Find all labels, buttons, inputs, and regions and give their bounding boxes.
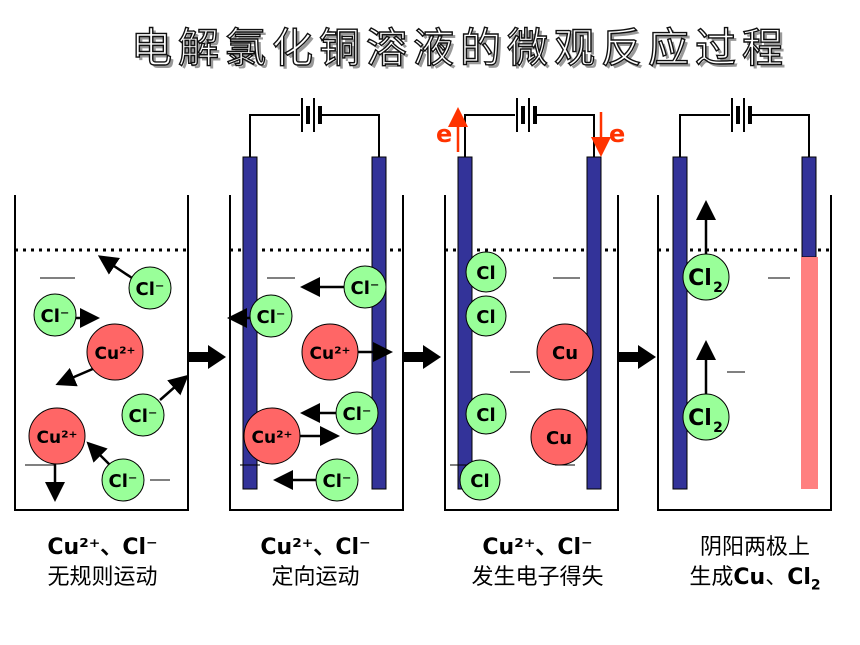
svg-text:Cu²⁺: Cu²⁺ (310, 344, 351, 364)
beaker-2-motion-arrows (227, 277, 393, 490)
svg-text:Cl: Cl (476, 405, 495, 426)
caption-cu: Cu (733, 565, 766, 590)
svg-text:Cu²⁺: Cu²⁺ (95, 344, 136, 364)
svg-text:Cu²⁺: Cu²⁺ (37, 428, 78, 448)
svg-text:Cu: Cu (552, 343, 578, 364)
caption-sub: 2 (810, 577, 821, 594)
chloride-ion: Cl⁻ (315, 458, 359, 502)
chlorine-atom: Cl (465, 251, 507, 293)
caption-line2: 发生电子得失 (471, 565, 604, 590)
electron-flow-arrows (448, 107, 611, 157)
svg-text:2: 2 (713, 280, 723, 296)
caption-stage-1: Cu²⁺、Cl⁻ 无规则运动 (5, 533, 200, 593)
svg-text:Cl⁻: Cl⁻ (257, 307, 286, 328)
svg-text:Cl⁻: Cl⁻ (343, 404, 372, 425)
caption-stage-3: Cu²⁺、Cl⁻ 发生电子得失 (440, 533, 635, 593)
copper-atom: Cu (530, 408, 588, 466)
svg-text:Cl: Cl (688, 266, 712, 291)
caption-prefix: 生成 (689, 565, 734, 590)
caption-line1: Cu²⁺、Cl⁻ (260, 535, 371, 560)
chloride-ion: Cl⁻ (128, 266, 172, 310)
svg-text:Cl⁻: Cl⁻ (41, 306, 70, 327)
chloride-ion: Cl⁻ (343, 265, 387, 309)
caption-line2: 定向运动 (271, 565, 360, 590)
process-arrow-1 (188, 345, 226, 369)
process-arrows (188, 345, 656, 369)
caption-cl: Cl (787, 565, 811, 590)
svg-text:2: 2 (713, 420, 723, 436)
copper-atom: Cu (536, 323, 594, 381)
copper-ion: Cu²⁺ (28, 407, 86, 465)
electron-label-left: e (436, 120, 452, 148)
chloride-ion: Cl⁻ (249, 294, 293, 338)
chloride-ion: Cl⁻ (101, 458, 145, 502)
chlorine-molecule: Cl 2 (682, 393, 730, 441)
svg-text:Cl⁻: Cl⁻ (129, 406, 158, 427)
caption-line1: Cu²⁺、Cl⁻ (47, 535, 158, 560)
chlorine-molecule: Cl 2 (682, 253, 730, 301)
svg-text:Cl: Cl (688, 406, 712, 431)
copper-ion: Cu²⁺ (243, 407, 301, 465)
svg-text:Cl: Cl (476, 307, 495, 328)
svg-text:Cl: Cl (476, 263, 495, 284)
chlorine-atom: Cl (465, 295, 507, 337)
svg-text:Cl⁻: Cl⁻ (323, 471, 352, 492)
caption-line1: Cu²⁺、Cl⁻ (482, 535, 593, 560)
svg-text:Cl: Cl (470, 471, 489, 492)
chloride-ion: Cl⁻ (121, 393, 165, 437)
copper-ion: Cu²⁺ (86, 323, 144, 381)
caption-stage-2: Cu²⁺、Cl⁻ 定向运动 (218, 533, 413, 593)
process-arrow-3 (618, 345, 656, 369)
svg-text:Cl⁻: Cl⁻ (109, 471, 138, 492)
page-title: 电解氯化铜溶液的微观反应过程 (130, 23, 789, 72)
process-arrow-2 (403, 345, 441, 369)
caption-sep: 、 (765, 565, 788, 590)
svg-text:Cl⁻: Cl⁻ (136, 279, 165, 300)
chlorine-atom: Cl (459, 459, 501, 501)
svg-text:Cu²⁺: Cu²⁺ (252, 428, 293, 448)
copper-ion: Cu²⁺ (301, 323, 359, 381)
beaker-4 (657, 98, 832, 511)
chloride-ion: Cl⁻ (335, 391, 379, 435)
copper-deposit (801, 257, 818, 489)
svg-text:Cu: Cu (546, 428, 572, 449)
caption-stage-4: 阴阳两极上 生成Cu、Cl2 (655, 533, 855, 600)
caption-line2: 无规则运动 (47, 565, 158, 590)
caption-line1: 阴阳两极上 (699, 535, 810, 560)
electron-label-right: e (609, 120, 625, 148)
chlorine-atom: Cl (465, 393, 507, 435)
chloride-ion: Cl⁻ (33, 293, 77, 337)
svg-text:Cl⁻: Cl⁻ (351, 278, 380, 299)
